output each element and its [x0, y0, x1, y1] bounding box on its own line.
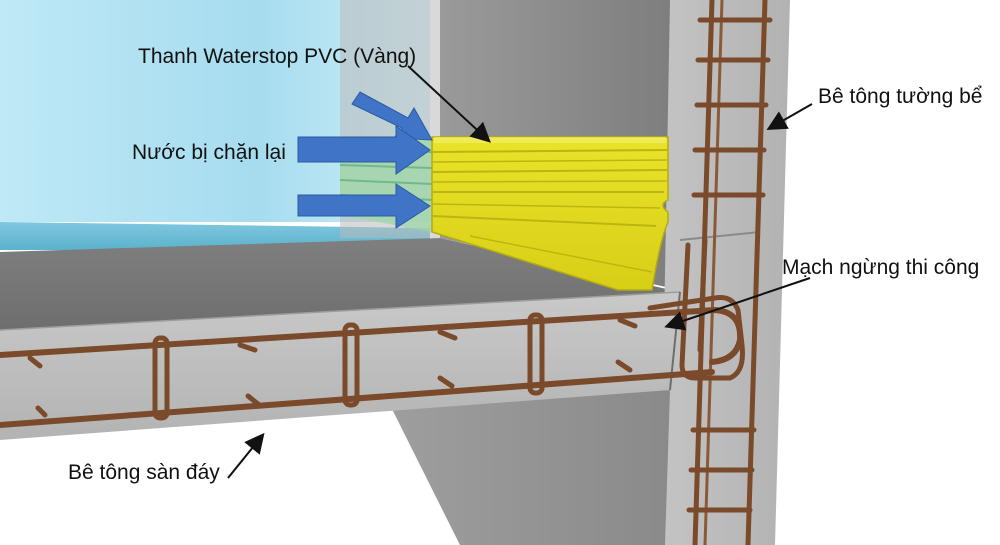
label-floor-concrete: Bê tông sàn đáy: [68, 461, 220, 484]
leader-floor-concrete: [227, 432, 265, 479]
slab-edge-line: [0, 291, 681, 331]
leader-construction-joint: [664, 277, 811, 331]
under-slab-wall-face: [390, 390, 670, 545]
label-water-blocked: Nước bị chặn lại: [132, 141, 286, 164]
waterstop-pvc-yellow: [431, 136, 669, 291]
label-wall-concrete: Bê tông tường bể: [818, 85, 983, 108]
arrow-lower: [297, 183, 431, 229]
arrow-upper: [297, 125, 431, 175]
label-construction-joint: Mạch ngừng thi công: [782, 256, 980, 279]
slab-transverse-bars: [27, 317, 638, 418]
leader-lines: [227, 65, 813, 479]
floor-slab-top: [0, 238, 680, 330]
slab-stirrups: [152, 312, 545, 421]
wall-joint-line: [679, 231, 761, 241]
water-pressure-arrows: [297, 91, 433, 229]
leader-wall-concrete: [766, 103, 813, 130]
leader-waterstop: [407, 65, 491, 143]
wall-end-face: [660, 0, 790, 545]
floor-slab-front-face: [0, 292, 680, 440]
label-waterstop: Thanh Waterstop PVC (Vàng): [138, 45, 417, 68]
